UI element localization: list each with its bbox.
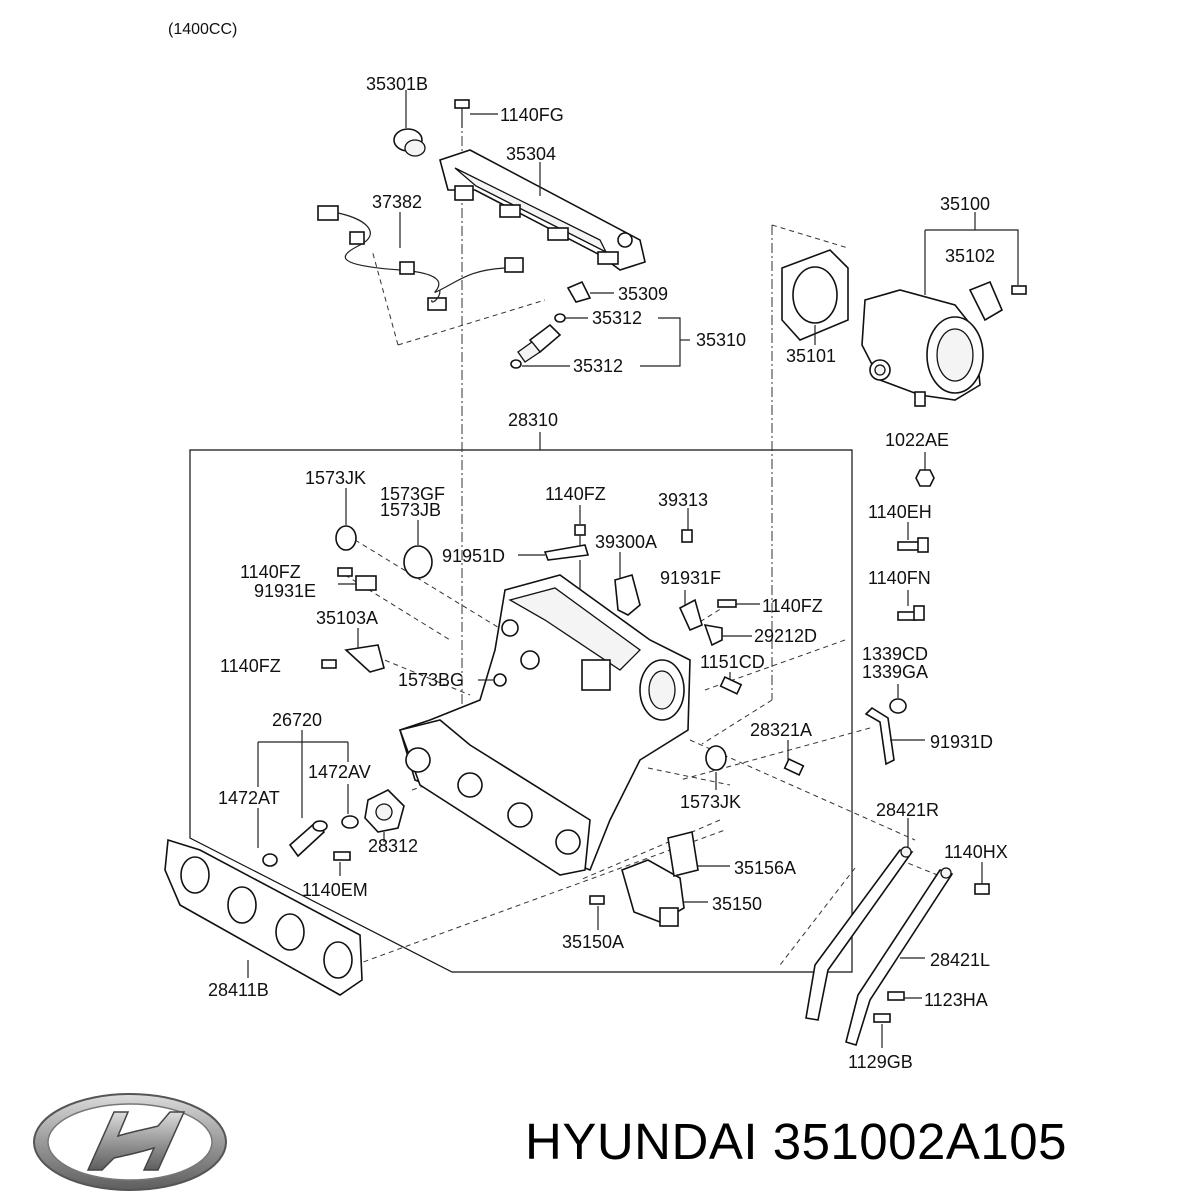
part-number: 351002A105 bbox=[772, 1113, 1067, 1170]
brand-name: HYUNDAI bbox=[525, 1113, 759, 1170]
manifold-stay bbox=[805, 846, 954, 1046]
label-1140EM: 1140EM bbox=[302, 880, 368, 900]
plug-icon bbox=[719, 676, 743, 695]
label-1140FZ: 1140FZ bbox=[762, 596, 823, 616]
label-28421L: 28421L bbox=[930, 950, 990, 970]
label-91951D: 91951D bbox=[442, 546, 505, 566]
label-1140HX: 1140HX bbox=[944, 842, 1008, 862]
label-1573JB: 1573JB bbox=[380, 500, 441, 520]
fuel-rail bbox=[439, 149, 646, 271]
label-1022AE: 1022AE bbox=[885, 430, 949, 450]
hose-elbow bbox=[703, 623, 723, 647]
label-1339CD: 1339CD bbox=[862, 644, 928, 664]
bolt-icon bbox=[321, 659, 337, 669]
label-26720: 26720 bbox=[272, 710, 322, 730]
bracket-icon bbox=[344, 644, 385, 673]
seal-icon bbox=[403, 545, 433, 579]
bolt-icon bbox=[873, 1013, 891, 1023]
pcv-tube bbox=[288, 820, 328, 858]
label-28310: 28310 bbox=[508, 410, 558, 430]
idle-speed-actuator bbox=[621, 831, 699, 927]
label-35103A: 35103A bbox=[316, 608, 378, 628]
bolt-icon bbox=[717, 599, 737, 608]
fuel-injector bbox=[510, 313, 566, 369]
intake-manifold bbox=[398, 574, 691, 876]
label-35309: 35309 bbox=[618, 284, 668, 304]
label-35156A: 35156A bbox=[734, 858, 796, 878]
nut-icon bbox=[915, 469, 935, 487]
bracket-icon bbox=[678, 598, 703, 632]
map-sensor bbox=[614, 529, 693, 616]
throttle-body bbox=[861, 289, 984, 407]
bolt-icon bbox=[897, 537, 929, 553]
label-37382: 37382 bbox=[372, 192, 422, 212]
label-1573BG: 1573BG bbox=[398, 670, 464, 690]
assembly-frame bbox=[189, 449, 853, 973]
bolt-icon bbox=[454, 99, 470, 128]
label-1151CD: 1151CD bbox=[700, 652, 765, 672]
throttle-sensor bbox=[968, 280, 1027, 322]
label-35312: 35312 bbox=[573, 356, 623, 376]
label-35304: 35304 bbox=[506, 144, 556, 164]
label-28312: 28312 bbox=[368, 836, 418, 856]
label-1472AT: 1472AT bbox=[218, 788, 280, 808]
label-1123HA: 1123HA bbox=[924, 990, 988, 1010]
label-1472AV: 1472AV bbox=[308, 762, 371, 782]
bolt-icon bbox=[974, 883, 990, 895]
label-29212D: 29212D bbox=[754, 626, 817, 646]
seal-icon bbox=[493, 673, 507, 687]
fuel-cap bbox=[393, 128, 426, 157]
clip-icon bbox=[566, 280, 592, 303]
label-35310: 35310 bbox=[696, 330, 746, 350]
label-35150: 35150 bbox=[712, 894, 762, 914]
bolt-icon bbox=[333, 851, 351, 861]
footer-brand-line: HYUNDAI 351002A105 bbox=[525, 1112, 1067, 1171]
label-35312: 35312 bbox=[592, 308, 642, 328]
label-1140EH: 1140EH bbox=[868, 502, 932, 522]
label-28321A: 28321A bbox=[750, 720, 812, 740]
bracket-icon bbox=[864, 706, 895, 766]
seal-icon bbox=[335, 525, 357, 551]
clamp-icon bbox=[341, 815, 359, 829]
label-1140FG: 1140FG bbox=[500, 105, 564, 125]
label-1140FN: 1140FN bbox=[868, 568, 931, 588]
washer-icon bbox=[889, 698, 907, 714]
label-1140FZ: 1140FZ bbox=[220, 656, 281, 676]
bolt-icon bbox=[897, 605, 925, 621]
bolt-icon bbox=[887, 991, 905, 1001]
pcv-fitting bbox=[364, 789, 405, 833]
label-1573GF: 1573GF bbox=[380, 484, 445, 504]
label-1140FZ: 1140FZ bbox=[545, 484, 606, 504]
label-1573JK: 1573JK bbox=[680, 792, 741, 812]
bracket-icon bbox=[355, 575, 377, 591]
label-91931F: 91931F bbox=[660, 568, 721, 588]
label-35100: 35100 bbox=[940, 194, 990, 214]
bracket-icon bbox=[543, 544, 590, 561]
manifold-gasket bbox=[164, 838, 363, 996]
hyundai-logo-icon bbox=[33, 1093, 227, 1191]
wiring-harness bbox=[317, 205, 524, 311]
label-35101: 35101 bbox=[786, 346, 836, 366]
bolt-icon bbox=[337, 567, 353, 577]
label-1573JK: 1573JK bbox=[305, 468, 366, 488]
label-1339GA: 1339GA bbox=[862, 662, 928, 682]
label-39300A: 39300A bbox=[595, 532, 657, 552]
label-35150A: 35150A bbox=[562, 932, 624, 952]
label-1129GB: 1129GB bbox=[848, 1052, 913, 1072]
bolt-icon bbox=[589, 895, 605, 905]
label-28421R: 28421R bbox=[876, 800, 939, 820]
label-91931D: 91931D bbox=[930, 732, 993, 752]
label-39313: 39313 bbox=[658, 490, 708, 510]
label-1140FZ: 1140FZ bbox=[240, 562, 301, 582]
label-28411B: 28411B bbox=[208, 980, 269, 1000]
variant-label: (1400CC) bbox=[168, 21, 237, 38]
label-35102: 35102 bbox=[945, 246, 995, 266]
label-35301B: 35301B bbox=[366, 74, 428, 94]
gasket-icon bbox=[781, 249, 849, 341]
clamp-icon bbox=[262, 853, 278, 867]
label-91931E: 91931E bbox=[254, 581, 316, 601]
sensor-icon bbox=[783, 758, 805, 776]
seal-icon bbox=[705, 745, 727, 771]
